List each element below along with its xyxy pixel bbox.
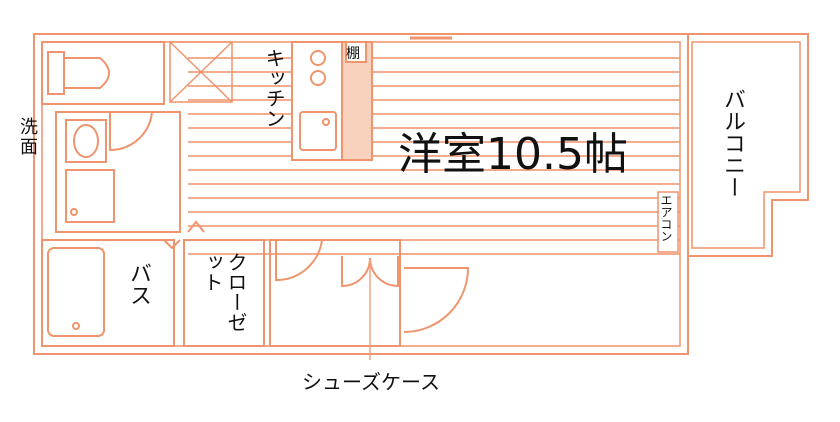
aircon-unit <box>657 191 679 253</box>
washbasin-label: 洗面 <box>20 117 38 158</box>
aircon-label: エアコン <box>659 194 673 242</box>
toilet-icon <box>63 57 110 89</box>
balcony-outline <box>687 33 809 257</box>
balcony-label: バルコニー <box>720 88 745 198</box>
bath-label: バス <box>126 262 151 306</box>
main-room-label: 洋室10.5帖 <box>398 129 628 180</box>
entry-door <box>403 267 470 333</box>
kitchen-label: キッチン <box>262 48 286 128</box>
shelf-label: 棚 <box>346 46 360 62</box>
closet-label: クローゼット <box>200 252 248 332</box>
closet <box>183 239 265 347</box>
refrigerator <box>169 41 233 103</box>
flooring-stripes <box>188 57 680 255</box>
washbasin-icon <box>73 124 99 158</box>
shoe-case-label: シューズケース <box>302 370 440 394</box>
shoe-case-area <box>269 239 401 347</box>
bathtub-icon <box>47 247 105 337</box>
